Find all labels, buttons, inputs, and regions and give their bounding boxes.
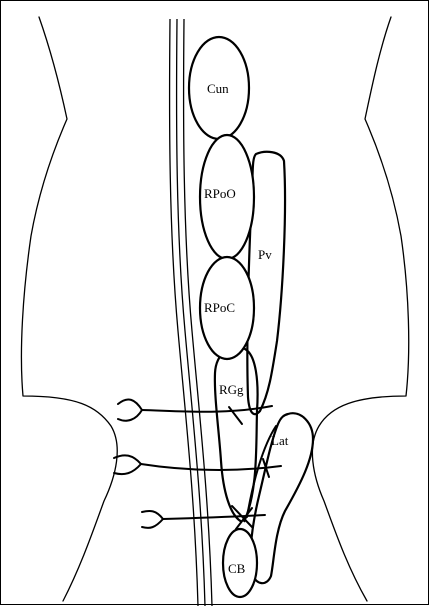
label-lat: Lat <box>271 433 289 448</box>
label-cun: Cun <box>207 81 229 96</box>
left-body-outline <box>21 17 117 601</box>
label-cb: CB <box>228 561 246 576</box>
label-rpoo: RPoO <box>204 186 236 201</box>
label-rpoc: RPoC <box>204 300 235 315</box>
label-rgg: RGg <box>219 382 244 397</box>
label-pv: Pv <box>258 247 272 262</box>
right-body-outline <box>312 17 408 601</box>
